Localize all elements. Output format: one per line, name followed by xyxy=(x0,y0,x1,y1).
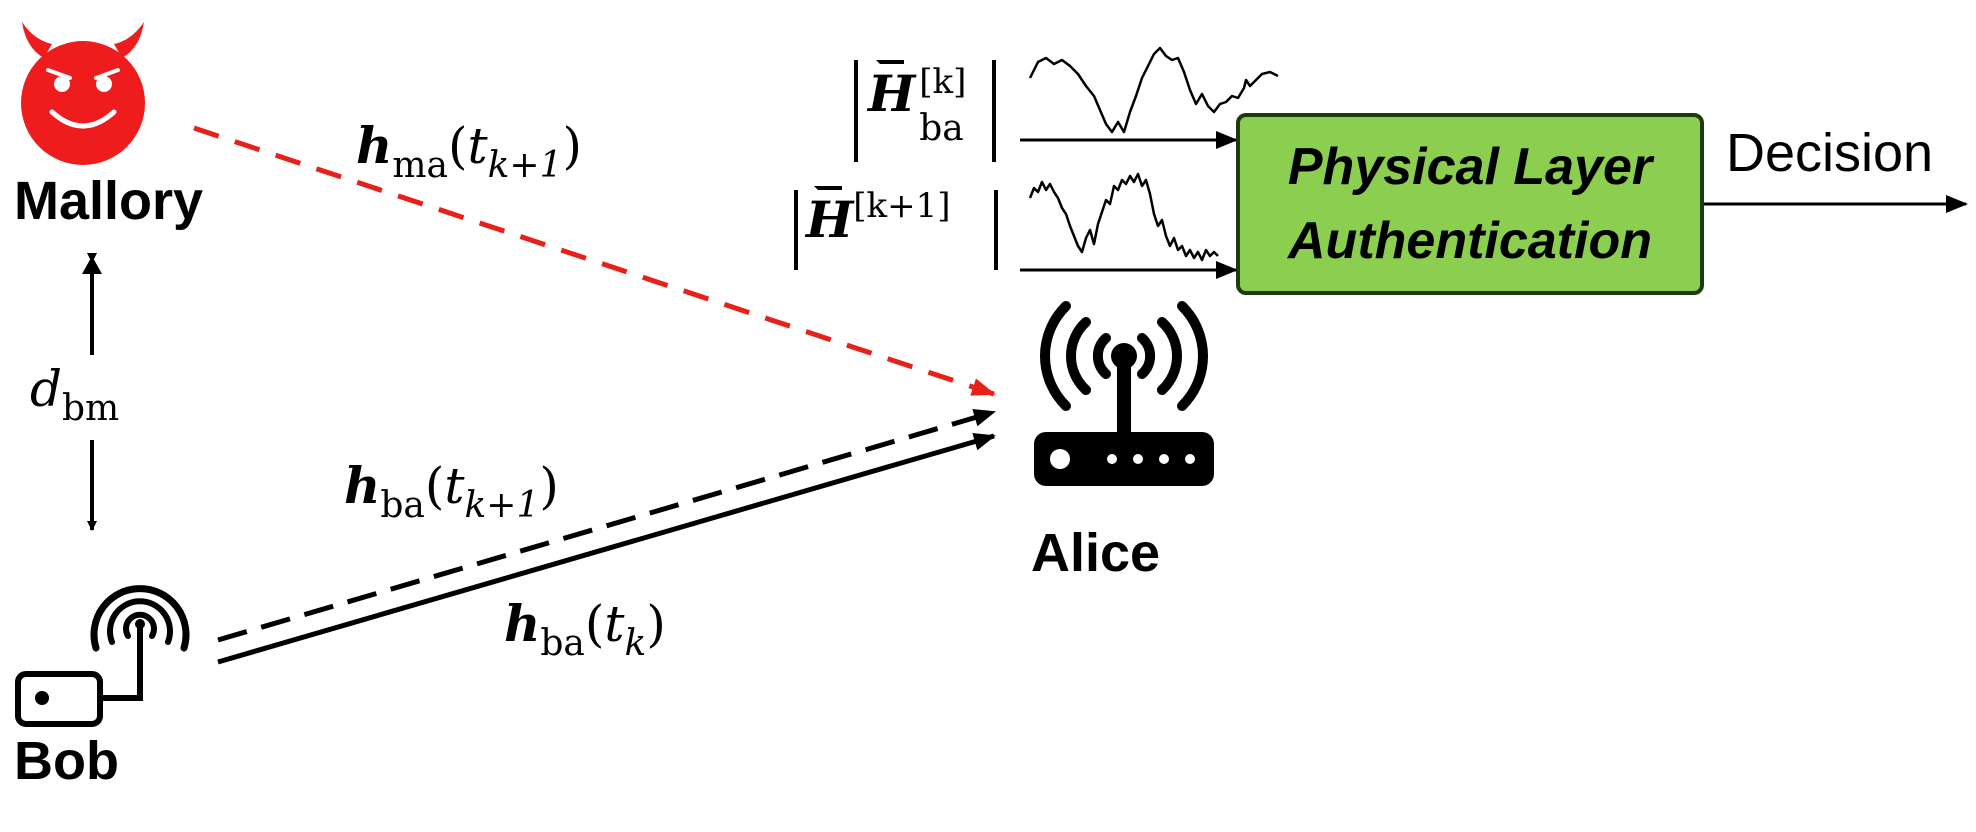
router-icon xyxy=(1034,301,1214,486)
transmitter-icon xyxy=(15,585,190,727)
bob-next-channel-label: hba(tk+1) xyxy=(344,456,559,526)
plab-line-2: Authentication xyxy=(1288,212,1652,270)
decision-label: Decision xyxy=(1726,123,1934,183)
physical-layer-authentication-block: Physical Layer Authentication xyxy=(1236,113,1704,295)
estimate-label-2: H[k+1] xyxy=(806,186,951,249)
alice-label: Alice xyxy=(1031,523,1161,583)
estimate-waveform-2 xyxy=(1028,172,1219,262)
plab-line-1: Physical Layer xyxy=(1287,138,1653,196)
distance-label: dbm xyxy=(30,360,120,429)
abs-bars xyxy=(794,60,998,270)
estimate-label-1: H[k]ba xyxy=(868,60,967,149)
distance-arrow xyxy=(82,253,102,531)
bob-current-channel-arrow xyxy=(217,432,996,665)
mallory-channel-label: hma(tk+1) xyxy=(356,116,582,186)
attack-channel-arrow xyxy=(193,125,996,397)
mallory-label: Mallory xyxy=(14,171,204,231)
estimate-waveform-1 xyxy=(1028,46,1279,134)
bob-current-channel-label: hba(tk) xyxy=(504,594,666,664)
devil-face-icon xyxy=(21,22,145,165)
bob-label: Bob xyxy=(14,731,119,791)
